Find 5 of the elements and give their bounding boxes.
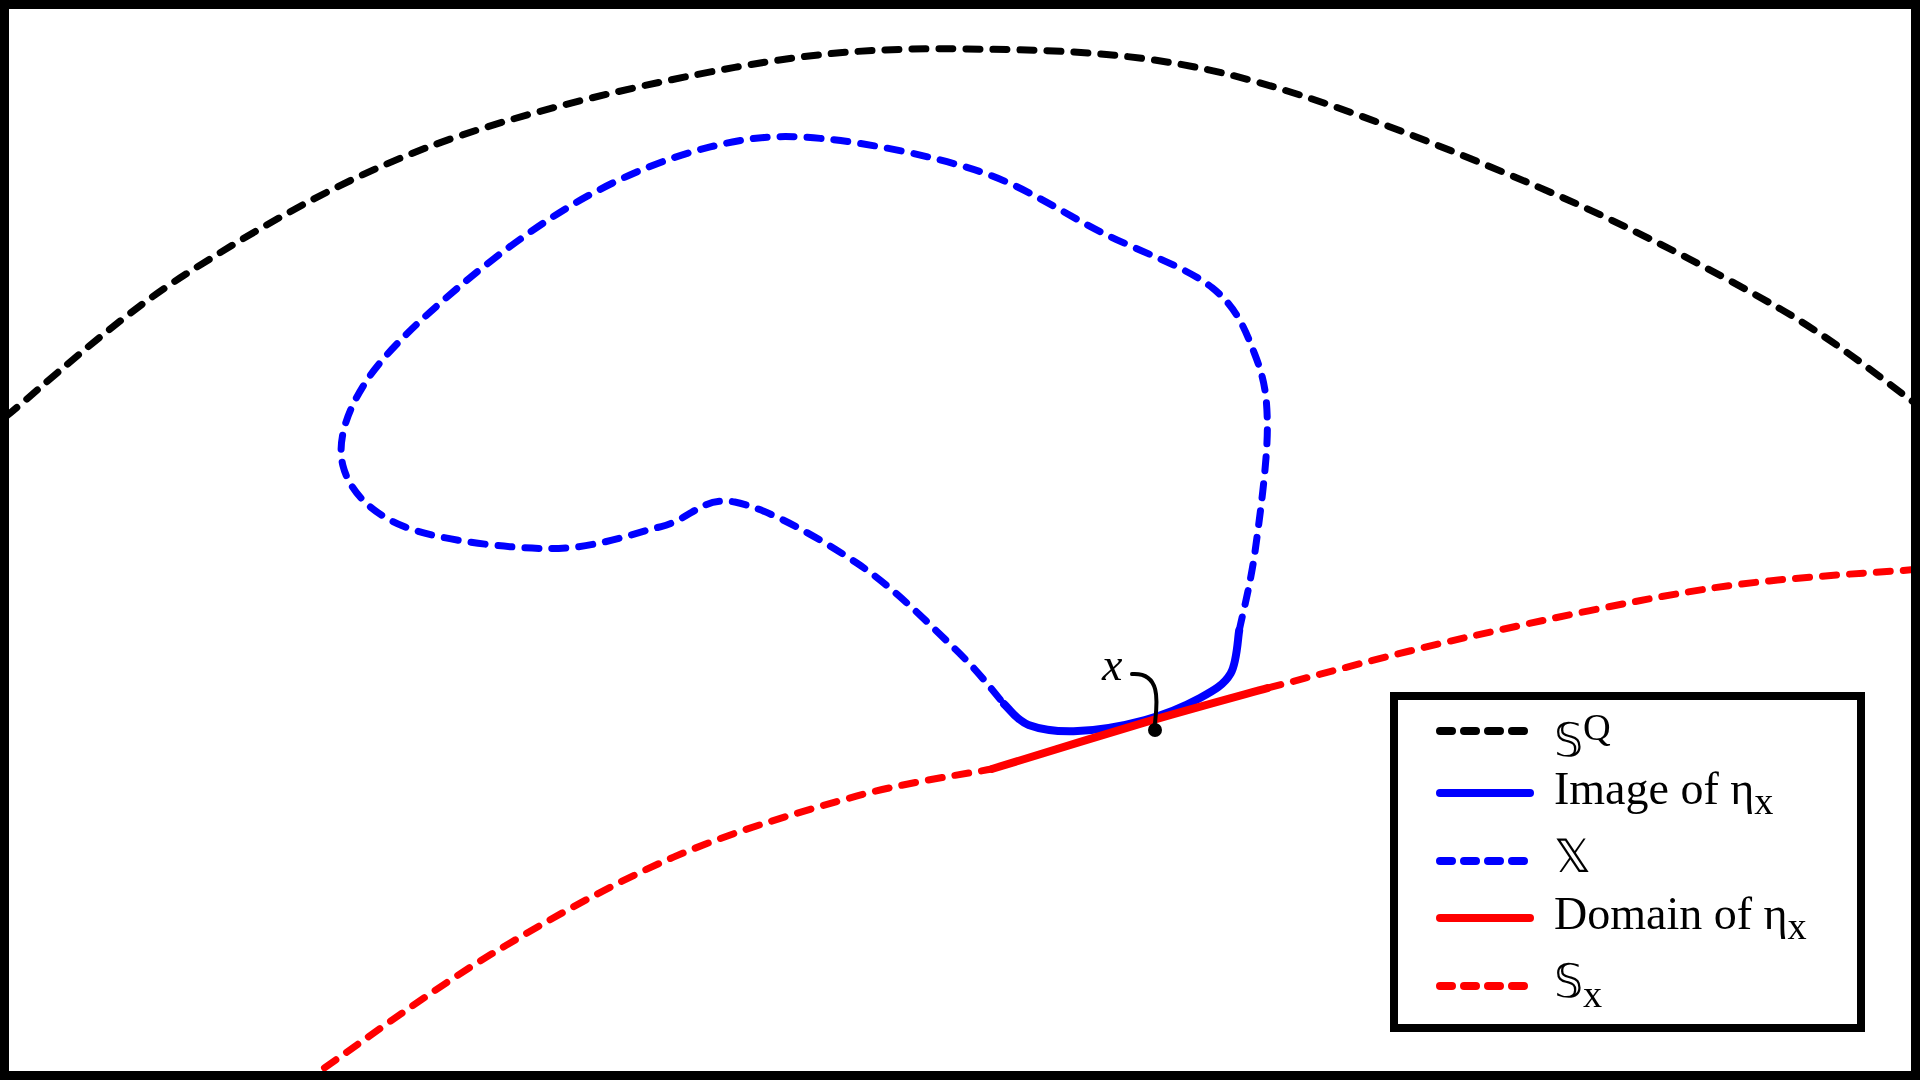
legend-label: 𝕊$_{x}$ (1554, 956, 1603, 1018)
point-label: x (1102, 639, 1123, 691)
legend-label: 𝕏 (1554, 831, 1591, 883)
legend-label: Domain of η$_{x}$ (1554, 888, 1807, 950)
point-marker (1148, 723, 1162, 737)
